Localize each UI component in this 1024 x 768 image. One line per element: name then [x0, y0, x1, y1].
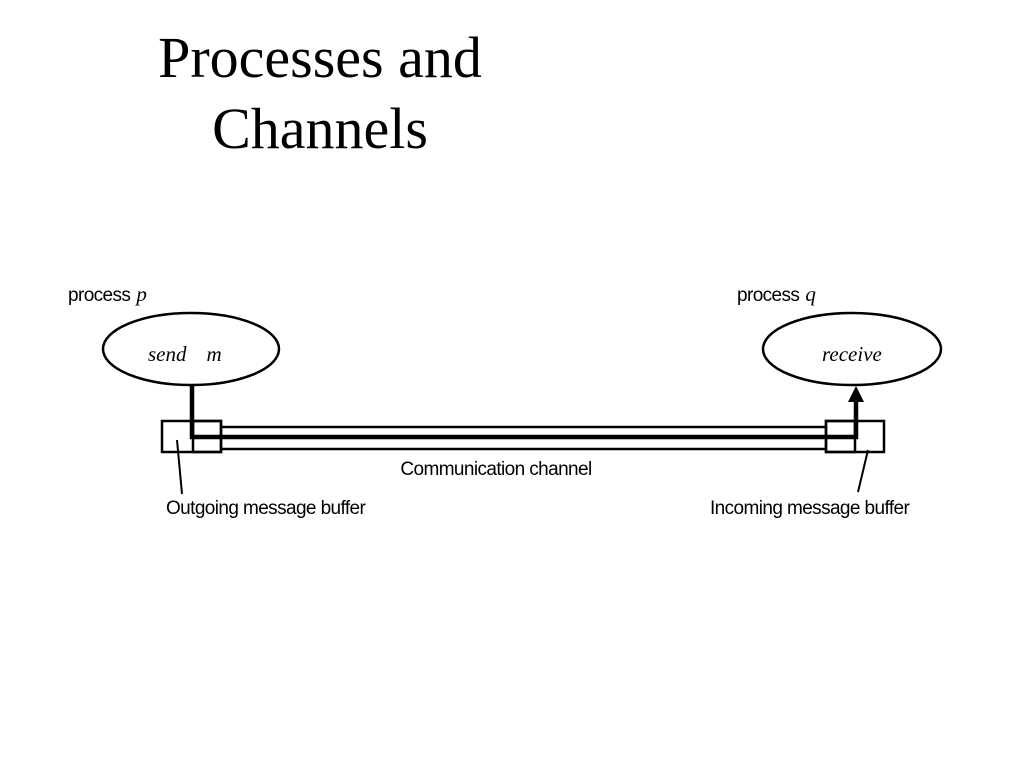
channel-label: Communication channel: [400, 459, 591, 480]
process-p-ellipse: [101, 311, 281, 387]
send-path: [189, 386, 221, 440]
outgoing-callout-line: [176, 439, 183, 495]
title-line-1: Processes and: [158, 25, 482, 90]
incoming-callout-line: [857, 449, 869, 493]
process-q-ellipse: [761, 311, 943, 387]
receive-path: [826, 400, 859, 440]
page-title: Processes and Channels: [120, 22, 520, 164]
receive-arrowhead: [848, 386, 864, 402]
title-line-2: Channels: [212, 96, 428, 161]
receive-label: receive: [822, 342, 882, 366]
outgoing-buffer-label: Outgoing message buffer: [166, 498, 366, 519]
incoming-buffer-label: Incoming message buffer: [710, 498, 910, 519]
communication-channel: [221, 425, 826, 451]
